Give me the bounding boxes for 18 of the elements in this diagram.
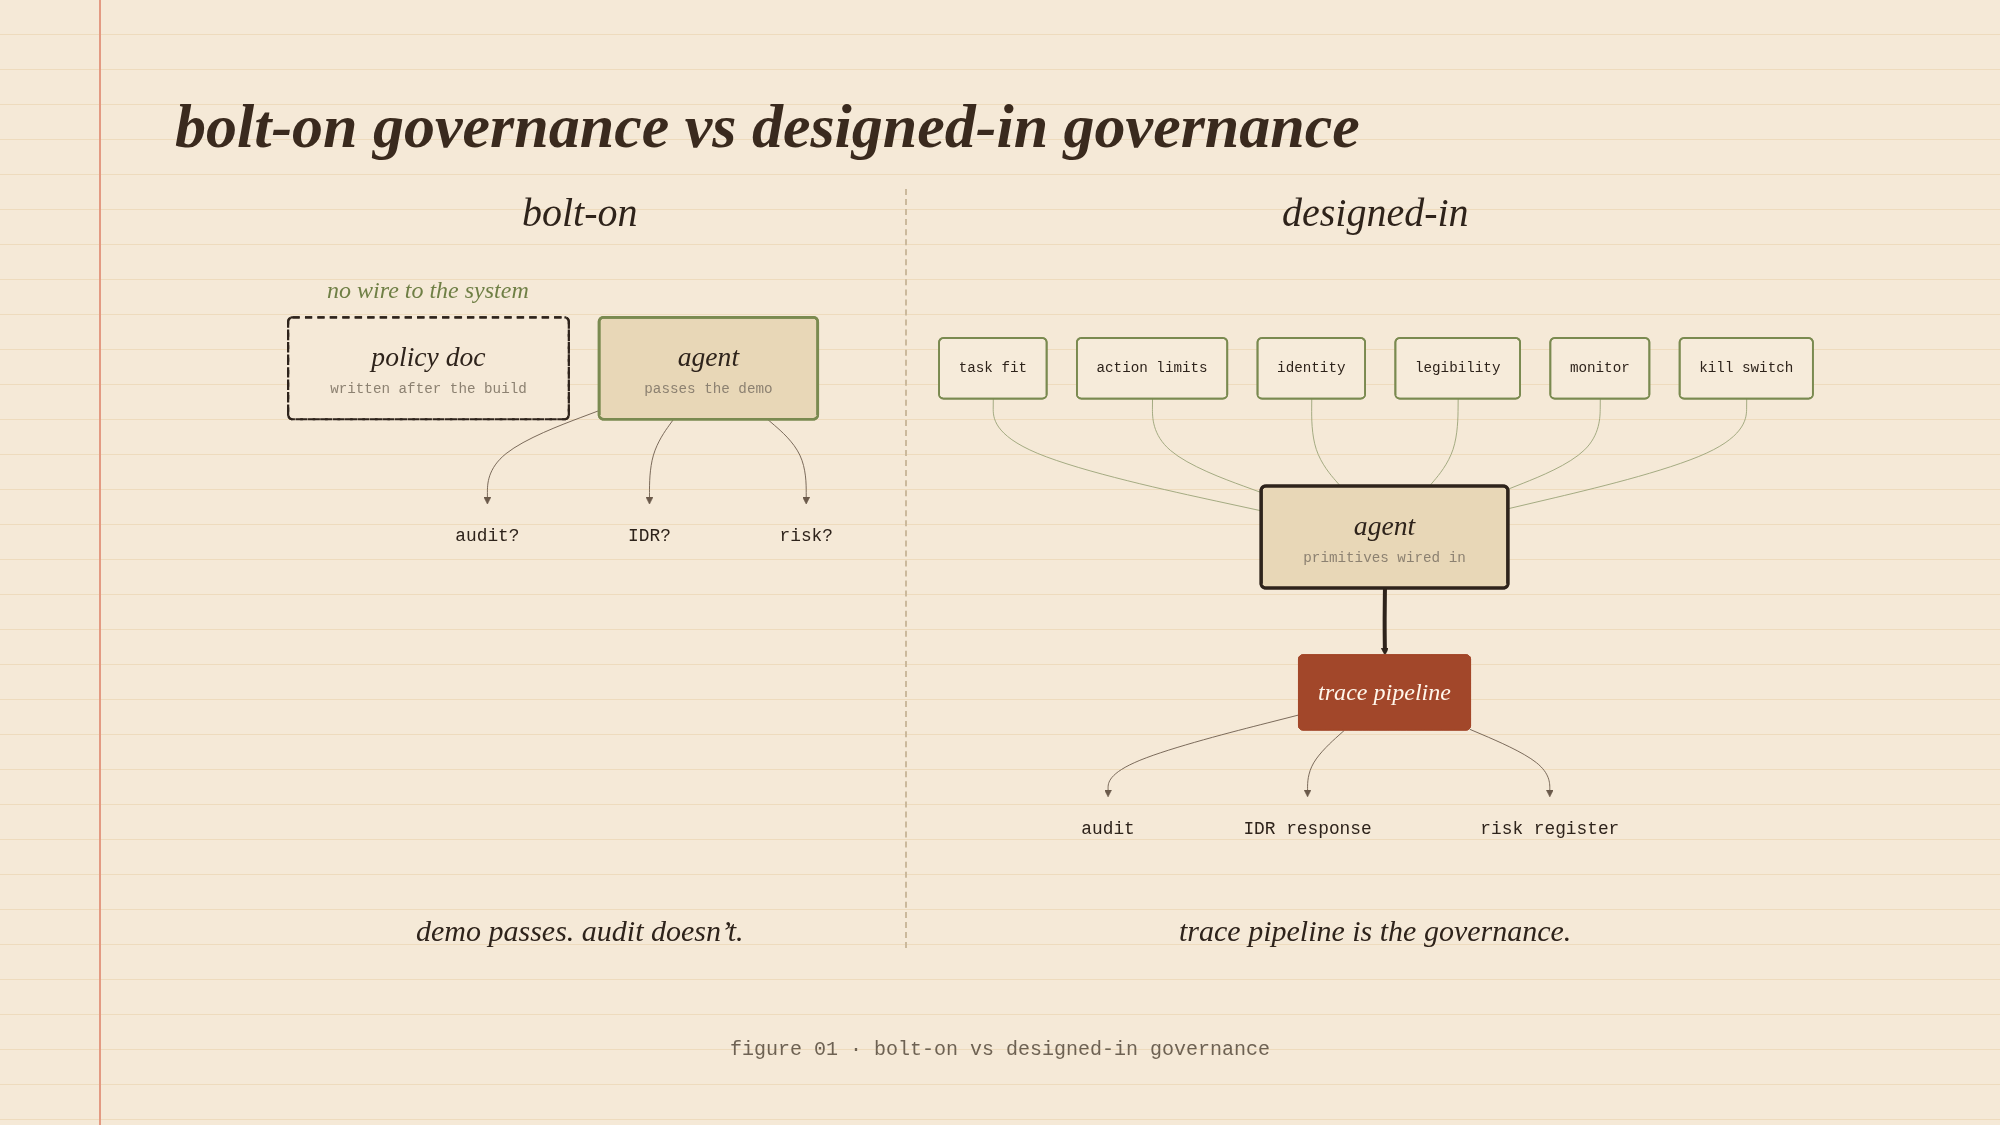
connector xyxy=(1310,398,1341,487)
connector xyxy=(1507,398,1601,490)
annotation-text: no wire to the system xyxy=(327,276,529,305)
panel-summary: trace pipeline is the governance. xyxy=(1179,913,1572,949)
arrow xyxy=(1380,588,1389,656)
panel-heading: bolt-on xyxy=(522,189,638,237)
figure-caption: figure 01 · bolt-on vs designed-in governance xyxy=(730,1038,1271,1061)
diagram-title: bolt-on governance vs designed-in governance xyxy=(175,92,1360,161)
node-text: IDR response xyxy=(1242,819,1372,840)
node-text: IDR? xyxy=(627,526,671,547)
node-text: risk register xyxy=(1479,819,1619,840)
node-text: audit? xyxy=(454,526,519,547)
connector xyxy=(1507,398,1747,510)
node-text: audit xyxy=(1080,819,1135,840)
node-text: risk? xyxy=(779,526,833,547)
panel-summary: demo passes. audit doesn’t. xyxy=(416,913,744,949)
connector xyxy=(1428,398,1459,487)
panel-heading: designed-in xyxy=(1282,189,1469,237)
